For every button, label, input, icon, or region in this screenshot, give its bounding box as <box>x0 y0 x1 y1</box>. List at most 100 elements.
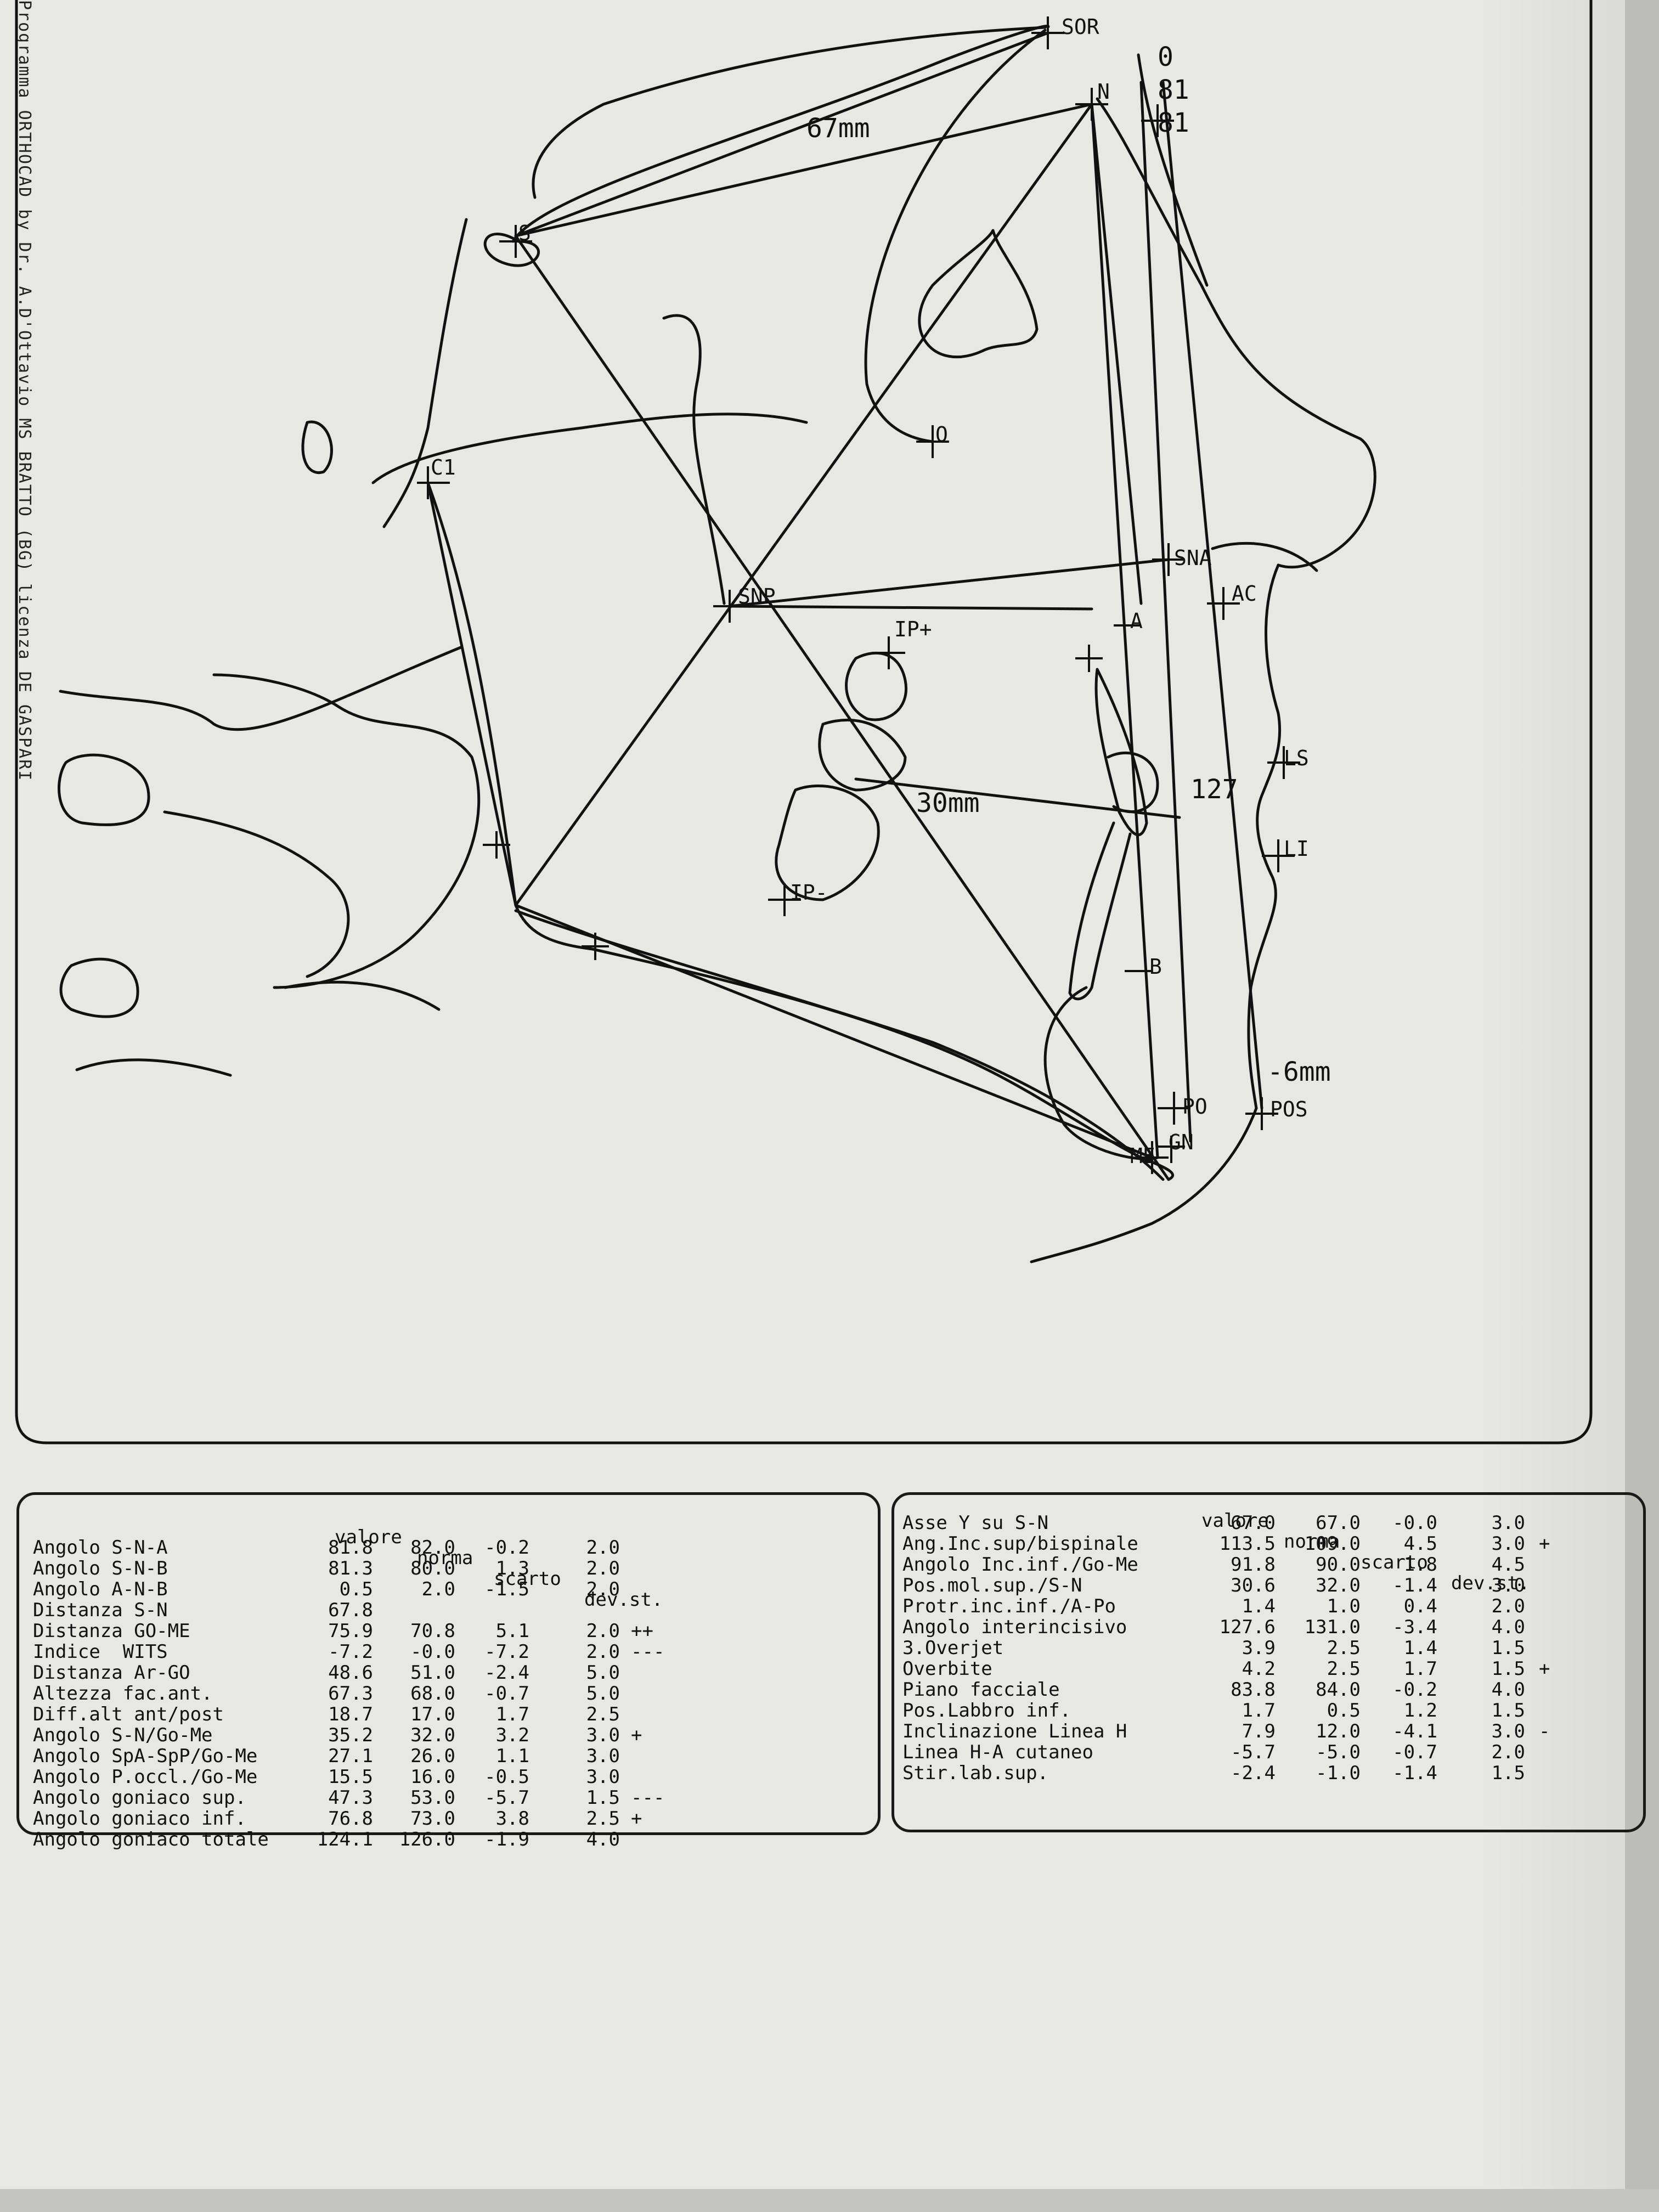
vertebra-4 <box>163 810 350 978</box>
row-dev: 4.0 <box>1491 1679 1525 1701</box>
row-dev: 4.0 <box>1491 1616 1525 1638</box>
paper-shadow <box>1481 0 1625 2212</box>
row-scarto: 0.4 <box>1403 1595 1437 1617</box>
row-norma: 12.0 <box>1316 1720 1361 1742</box>
row-scarto: -0.7 <box>484 1683 529 1705</box>
row-dev: 2.0 <box>1491 1741 1525 1763</box>
row-name: Stir.lab.sup. <box>902 1762 1049 1784</box>
row-scarto: 1.7 <box>1403 1658 1437 1680</box>
marker-incisal <box>1075 645 1103 672</box>
row-name: Angolo S-N/Go-Me <box>33 1724 213 1746</box>
label-67mm: 67mm <box>806 113 870 144</box>
row-name: Angolo S-N-A <box>33 1537 168 1559</box>
label-ip-minus: IP- <box>790 881 828 905</box>
marker-ip-minus <box>768 883 801 916</box>
line-sna-snp-2 <box>728 605 1093 611</box>
row-valore: 0.5 <box>339 1578 373 1600</box>
row-name: Angolo SpA-SpP/Go-Me <box>33 1745 258 1767</box>
row-flag: ++ <box>631 1620 653 1642</box>
label-ip-plus: IP+ <box>894 617 932 641</box>
col-norma: norma <box>1284 1531 1340 1553</box>
label-o: O <box>935 422 948 447</box>
row-valore: 76.8 <box>328 1808 373 1830</box>
label-snp: SNP <box>738 584 776 608</box>
row-name: Angolo goniaco sup. <box>33 1787 246 1809</box>
marker-ls <box>1267 746 1300 779</box>
row-valore: 30.6 <box>1231 1575 1276 1596</box>
col-dev: dev.st. <box>1451 1572 1530 1594</box>
row-dev: 3.0 <box>1491 1575 1525 1596</box>
row-name: Indice WITS <box>33 1641 168 1663</box>
label-top-81a: 81 <box>1158 75 1189 105</box>
row-norma: -1.0 <box>1316 1762 1361 1784</box>
row-dev: 1.5 <box>1491 1658 1525 1680</box>
row-valore: 47.3 <box>328 1787 373 1809</box>
line-snp-sna <box>728 558 1170 608</box>
row-scarto: -1.4 <box>1392 1762 1437 1784</box>
marker-gn <box>1158 1136 1185 1163</box>
row-valore: 91.8 <box>1231 1554 1276 1576</box>
cranial-outline <box>532 26 1047 199</box>
lower-molar <box>775 785 880 901</box>
label-top-81b: 81 <box>1158 108 1189 138</box>
row-norma: 109.0 <box>1304 1533 1361 1555</box>
marker-mid-1 <box>483 831 510 859</box>
row-valore: 48.6 <box>328 1662 373 1684</box>
upper-molar <box>845 651 907 721</box>
row-norma: 32.0 <box>410 1724 455 1746</box>
row-dev: 2.0 <box>586 1641 620 1663</box>
row-dev: 3.0 <box>586 1745 620 1767</box>
row-norma: 68.0 <box>410 1683 455 1705</box>
row-valore: 18.7 <box>328 1703 373 1725</box>
vertebra-body <box>212 673 481 989</box>
row-norma: 51.0 <box>410 1662 455 1684</box>
marker-snp <box>713 590 746 623</box>
vertebra-1 <box>59 646 462 731</box>
marker-o <box>916 425 949 458</box>
label-po: PO <box>1182 1094 1207 1119</box>
row-valore: 1.7 <box>1242 1700 1276 1722</box>
sella-turcica <box>483 233 540 267</box>
lower-incisor <box>1068 821 1132 1001</box>
row-norma: 2.5 <box>1327 1658 1361 1680</box>
row-name: Asse Y su S-N <box>902 1512 1049 1534</box>
row-dev: 2.5 <box>586 1808 620 1830</box>
occipital <box>301 420 333 474</box>
row-norma: 80.0 <box>410 1558 455 1579</box>
col-scarto: scarto <box>1361 1551 1428 1573</box>
marker-ac <box>1207 587 1240 620</box>
soft-tissue-chin <box>1030 1107 1258 1263</box>
soft-tissue-lips <box>1247 563 1282 1110</box>
row-flag: + <box>1539 1658 1550 1680</box>
row-valore: 4.2 <box>1242 1658 1276 1680</box>
row-valore: 127.6 <box>1219 1616 1276 1638</box>
row-dev: 5.0 <box>586 1662 620 1684</box>
row-dev: 2.0 <box>586 1558 620 1579</box>
row-valore: 113.5 <box>1219 1533 1276 1555</box>
label-n: N <box>1097 80 1110 104</box>
row-norma: 2.0 <box>421 1578 455 1600</box>
row-valore: 7.9 <box>1242 1720 1276 1742</box>
row-valore: 15.5 <box>328 1766 373 1788</box>
row-name: Inclinazione Linea H <box>902 1720 1127 1742</box>
row-name: Pos.mol.sup./S-N <box>902 1575 1082 1596</box>
row-valore: 67.8 <box>328 1599 373 1621</box>
row-flag: + <box>631 1808 642 1830</box>
row-scarto: -4.1 <box>1392 1720 1437 1742</box>
nasal-tip-line <box>1211 541 1318 572</box>
row-scarto: -1.5 <box>484 1578 529 1600</box>
vertebra-5 <box>75 1058 232 1077</box>
row-valore: 3.9 <box>1242 1637 1276 1659</box>
row-name: Angolo A-N-B <box>33 1578 168 1600</box>
